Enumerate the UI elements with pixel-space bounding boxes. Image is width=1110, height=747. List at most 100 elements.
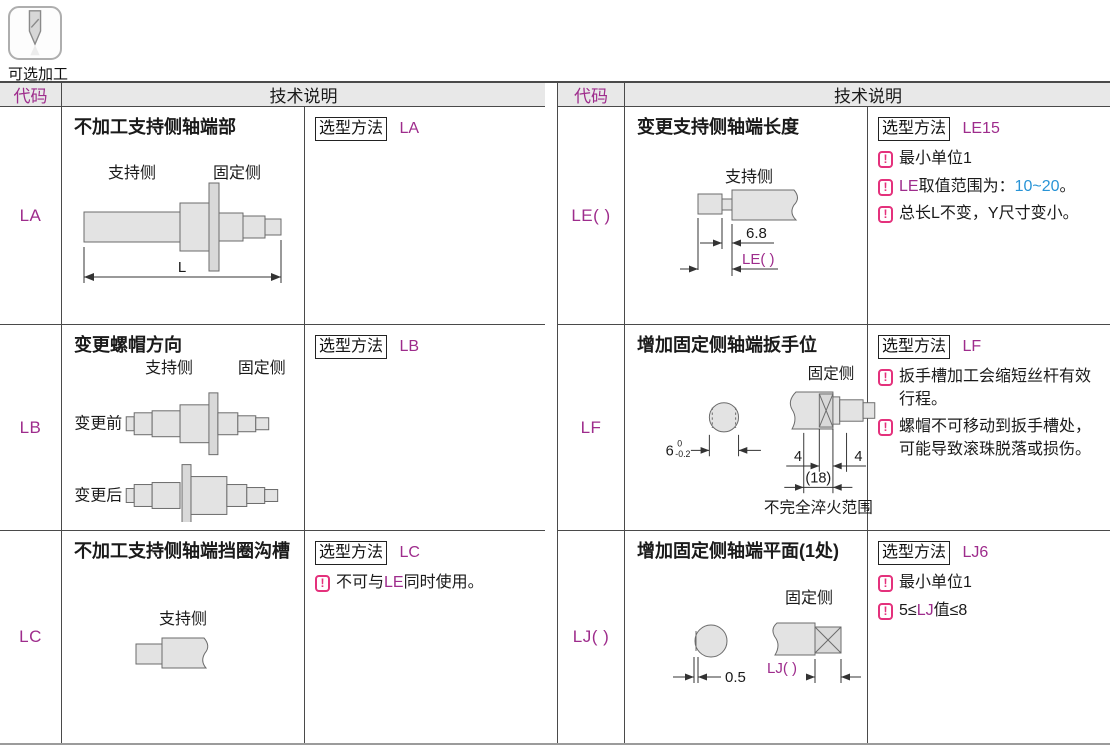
warning-icon: ! [878,369,893,386]
row-title: 不加工支持侧轴端部 [74,117,236,137]
before-change-label: 变更前 [74,414,122,432]
notes-cell-lj: 选型方法 LJ6 ! 最小单位1 ! 5≤LJ值≤8 [868,531,1110,743]
after-change-label: 变更后 [74,486,122,504]
row-title: 增加固定侧轴端扳手位 [637,335,817,355]
lj-diagram: 固定侧 0.5 LJ( ) [673,589,861,686]
support-side-label: 支持侧 [159,610,207,628]
warning-icon: ! [878,206,893,224]
code-header: 代码 [558,83,625,107]
note: ! 最小单位1 [878,148,1103,171]
row-title: 变更螺帽方向 [74,335,182,355]
description-cell-lb: 变更螺帽方向 支持侧 固定侧 变更前 变更后 [62,325,305,531]
cross-section-drawing [694,624,728,658]
shaft-end-drawing [135,637,209,669]
row-title: 变更支持侧轴端长度 [637,117,799,137]
note-text: 扳手槽加工会缩短丝杆有效行程。 [899,368,1092,408]
note-text: 最小单位1 [899,150,972,167]
screw-before-drawing [125,391,270,455]
notes-cell-lc: 选型方法 LC ! 不可与LE同时使用。 [305,531,545,743]
dim-LJ: LJ( ) [767,660,797,677]
selection-method-box: 选型方法 [315,541,388,565]
tol-lower: -0.2 [675,449,690,459]
description-cell-le: 变更支持侧轴端长度 支持侧 6.8 LE( ) [625,107,868,325]
incomplete-hardening-caption: 不完全淬火范围 [764,498,873,516]
dim-6-8: 6.8 [746,225,767,242]
note: ! 总长L不变，Y尺寸变小。 [878,203,1103,226]
lc-diagram: 支持侧 [135,610,209,669]
warning-icon: ! [878,151,893,168]
fixed-side-label: 固定侧 [238,359,286,377]
note-text: 总长L不变，Y尺寸变小。 [899,205,1079,223]
support-side-label: 支持侧 [725,168,773,186]
description-cell-la: 不加工支持侧轴端部 支持侧 固定侧 L [62,107,305,325]
row-title: 不加工支持侧轴端挡圈沟槽 [74,541,290,561]
note-text: LE取值范围为：10~20。 [899,177,1076,195]
code-cell-lb: LB [0,325,62,531]
alteration-table-left: 代码 技术说明 LA 不加工支持侧轴端部 支持侧 固定侧 L 选型方法 [0,83,545,743]
dim-4-right: 4 [854,449,862,465]
selection-method-code: LF [962,338,982,355]
warning-icon: ! [878,575,893,592]
tech-desc-header: 技术说明 [625,83,1110,107]
le-diagram: 支持侧 6.8 LE( ) [680,168,798,277]
tech-desc-header: 技术说明 [62,83,545,107]
code-cell-la: LA [0,107,62,325]
selection-method: 选型方法 LF [878,335,1103,359]
note-text: 螺帽不可移动到扳手槽处，可能导致滚珠脱落或损伤。 [899,418,1092,459]
bottom-rule [0,743,1110,745]
dim-4-left: 4 [794,449,802,465]
dim-0-5: 0.5 [725,669,746,686]
note-text: 5≤LJ值≤8 [899,601,968,619]
shaft-end-drawing [772,622,842,656]
notes-cell-lf: 选型方法 LF ! 扳手槽加工会缩短丝杆有效行程。 ! 螺帽不可移动到扳手槽处，… [868,325,1110,531]
lf-diagram: 固定侧 6 0 -0.2 [666,364,876,516]
selection-method-code: LJ6 [962,544,989,561]
fixed-side-label: 固定侧 [785,589,833,607]
fixed-side-label: 固定侧 [213,164,261,182]
notes-cell-lb: 选型方法 LB [305,325,545,531]
shaft-end-drawing [789,391,876,430]
code-cell-lj: LJ( ) [558,531,625,743]
support-side-label: 支持侧 [108,164,156,182]
selection-method: 选型方法 LB [315,335,537,359]
code-cell-lc: LC [0,531,62,743]
selection-method-box: 选型方法 [878,117,951,141]
warning-icon: ! [878,178,893,196]
notes-cell-le: 选型方法 LE15 ! 最小单位1 ! LE取值范围为：10~20。 ! 总长L… [868,107,1110,325]
cross-section-drawing [708,401,740,432]
description-cell-lj: 增加固定侧轴端平面(1处) 固定侧 0.5 [625,531,868,743]
screw-drawing [83,182,282,272]
shaft-end-drawing [697,189,798,221]
selection-method-code: LA [399,120,420,137]
selection-method-box: 选型方法 [878,335,951,359]
note: ! LE取值范围为：10~20。 [878,176,1103,199]
selection-method-code: LC [399,544,420,561]
la-diagram: 支持侧 固定侧 L [83,164,282,284]
note: ! 螺帽不可移动到扳手槽处，可能导致滚珠脱落或损伤。 [878,416,1103,461]
selection-method-box: 选型方法 [315,117,388,141]
notes-cell-la: 选型方法 LA [305,107,545,325]
lb-diagram: 支持侧 固定侧 变更前 变更后 [74,359,286,522]
note: ! 最小单位1 [878,572,1103,595]
top-rule [0,81,1110,83]
alteration-table-right: 代码 技术说明 LE( ) 变更支持侧轴端长度 支持侧 6.8 LE( ) [557,83,1110,743]
optional-machining-badge: 可选加工 [8,6,68,84]
selection-method: 选型方法 LE15 [878,117,1103,141]
code-header: 代码 [0,83,62,107]
drill-icon [8,6,62,60]
selection-method-code: LB [399,338,420,355]
screw-after-drawing [125,463,279,522]
warning-icon: ! [878,419,893,437]
selection-method-code: LE15 [962,120,1000,137]
selection-method-box: 选型方法 [878,541,951,565]
row-title: 增加固定侧轴端平面(1处) [637,541,839,561]
dim-18: (18) [805,470,831,486]
note: ! 5≤LJ值≤8 [878,600,1103,623]
badge-label: 可选加工 [8,66,69,83]
warning-icon: ! [878,602,893,620]
description-cell-lc: 不加工支持侧轴端挡圈沟槽 支持侧 [62,531,305,743]
fixed-side-label: 固定侧 [808,364,855,382]
selection-method: 选型方法 LC [315,541,537,565]
note-text: 不可与LE同时使用。 [336,574,484,591]
note: ! 扳手槽加工会缩短丝杆有效行程。 [878,366,1103,411]
